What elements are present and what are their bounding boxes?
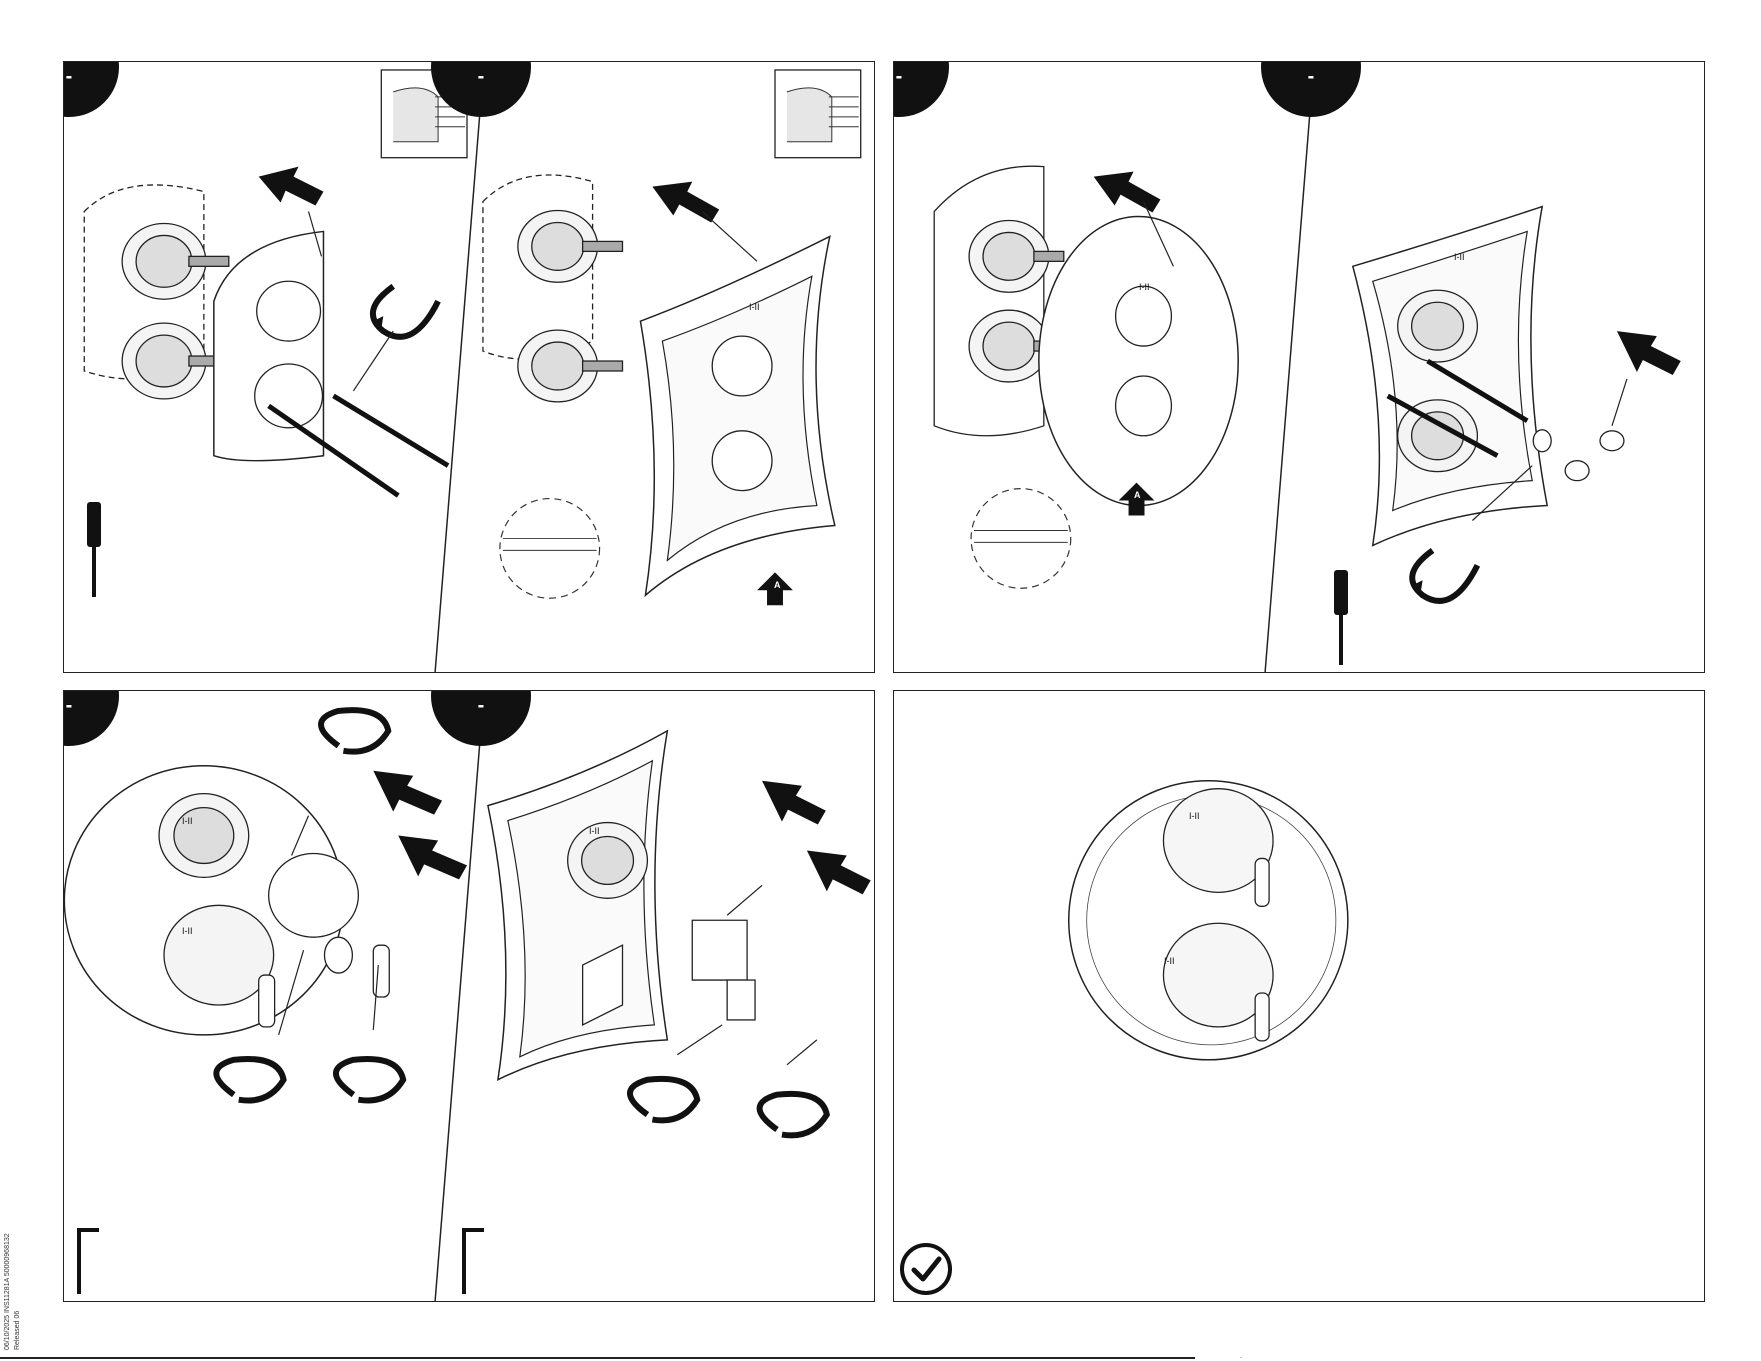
step-panel-bottom-left: - - I-II I-II I-II: [63, 690, 875, 1302]
temp-scale-label-step6: I-II: [589, 826, 600, 836]
step-number-1: -: [66, 66, 73, 89]
bottom-rule: [0, 1357, 1195, 1359]
temp-scale-label-step4: I-II: [1454, 252, 1465, 262]
step-panel-top-right: - - I-II I-II A: [893, 61, 1705, 673]
marker-a-step3: A: [1134, 490, 1141, 500]
temp-scale-label-step5a: I-II: [182, 816, 193, 826]
temp-scale-label-step2: I-II: [749, 302, 760, 312]
screwdriver-icon: [82, 502, 106, 602]
temp-scale-label-step5b: I-II: [182, 926, 193, 936]
step-number-2: -: [478, 66, 485, 89]
step-panel-top-left: - - I-II A: [63, 61, 875, 673]
allen-key-icon: [459, 1226, 489, 1296]
screwdriver-icon: [1329, 570, 1353, 670]
allen-key-icon: [74, 1226, 104, 1296]
temp-scale-label-step3: I-II: [1139, 282, 1150, 292]
checkmark-circle-icon: [898, 1241, 954, 1297]
step-number-5: -: [66, 695, 73, 718]
release-note: Released 06: [14, 1240, 46, 1350]
step-number-3: -: [896, 66, 903, 89]
top-right-illustration: [894, 62, 1704, 672]
top-left-illustration: [64, 62, 874, 672]
temp-scale-label-final-b: I-II: [1164, 956, 1175, 966]
final-assembly-panel: I-II I-II: [893, 690, 1705, 1302]
document-code-text: 06/10/2025 INS11281A 50000968132: [4, 1233, 11, 1350]
final-assembly-illustration: [894, 691, 1704, 1301]
step-number-4: -: [1308, 66, 1315, 89]
bottom-mark: .: [1240, 1353, 1242, 1360]
marker-a-step2: A: [774, 580, 781, 590]
step-number-6: -: [478, 695, 485, 718]
bottom-left-illustration: [64, 691, 874, 1301]
release-note-text: Released 06: [14, 1311, 21, 1350]
temp-scale-label-final-a: I-II: [1189, 811, 1200, 821]
